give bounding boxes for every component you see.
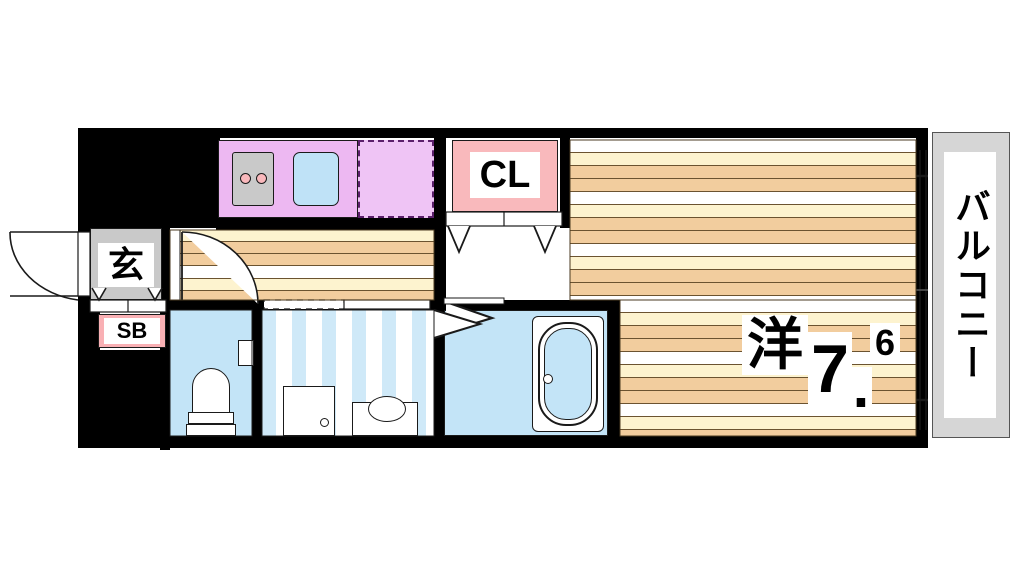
wall-block-entrance-top	[78, 128, 220, 228]
bathtub	[544, 328, 592, 420]
stove	[232, 152, 274, 206]
kitchen-sink	[293, 152, 339, 206]
main-room-floor-upper	[570, 140, 916, 300]
washing-machine-dial	[320, 418, 329, 427]
wall-toilet-right	[252, 306, 262, 448]
main-room-size: 洋 7 . 6	[730, 300, 916, 418]
main-room-kanji: 洋	[742, 315, 808, 375]
main-room-dot: .	[850, 357, 872, 417]
toilet-paper-holder	[238, 340, 254, 366]
wall-block-sb-strip	[78, 300, 100, 448]
wall-right-outer	[916, 128, 928, 448]
wall-bath-right	[608, 300, 620, 448]
hallway-floor	[170, 230, 434, 300]
toilet-bowl	[192, 368, 230, 418]
wall-bottom	[78, 436, 928, 448]
shoe-box-label: SB	[104, 318, 160, 344]
bathtub-drain	[543, 374, 553, 384]
wall-washroom-bath-divider	[434, 306, 444, 448]
refrigerator-space	[358, 140, 434, 218]
entrance-label: 玄	[98, 243, 154, 287]
wall-hall-wet-divider	[160, 300, 620, 310]
toilet-tank	[188, 412, 234, 424]
wall-under-kitchen	[216, 218, 438, 230]
stove-burner-left	[240, 173, 251, 184]
washing-machine	[283, 386, 335, 436]
main-room-fraction: 6	[870, 323, 900, 363]
closet-folding-door	[445, 211, 563, 255]
wall-top	[78, 128, 928, 138]
closet-label: CL	[470, 152, 540, 198]
wash-basin-bowl	[368, 396, 406, 422]
toilet-base	[186, 424, 236, 436]
main-room-number: 7	[808, 332, 852, 406]
wall-kitchen-cl-divider	[434, 128, 446, 308]
stove-burner-right	[256, 173, 267, 184]
balcony-label: バルコニー	[944, 152, 996, 418]
wall-cl-right	[560, 128, 570, 228]
